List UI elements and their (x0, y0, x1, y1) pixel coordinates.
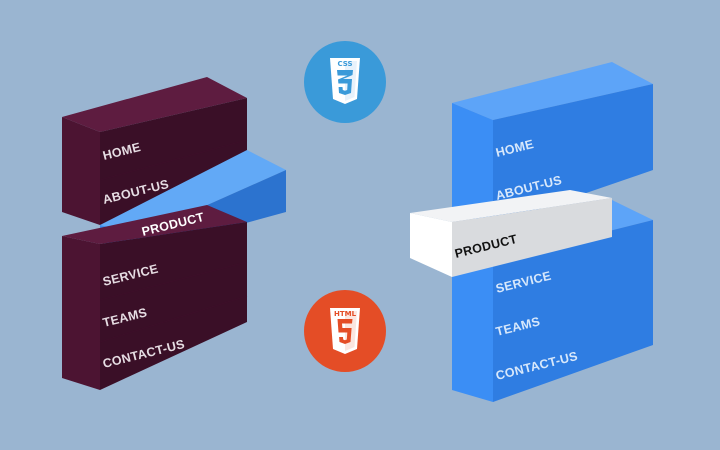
right-upper-block (452, 62, 653, 225)
right-upper-block-side (493, 84, 653, 225)
css3-icon (330, 58, 360, 104)
right-active-side (452, 198, 612, 277)
left-active-top (100, 150, 286, 235)
left-upper-block (62, 77, 247, 225)
right-active-slab[interactable] (410, 190, 612, 277)
right-menu: HOME ABOUT-US PRODUCT SERVICE TEAMS CONT… (410, 62, 653, 402)
left-upper-block-front (62, 117, 100, 225)
html5-logo-label: HTML (334, 310, 357, 318)
css3-logo: CSS (304, 41, 386, 123)
left-upper-block-top (62, 77, 247, 132)
right-upper-block-top (452, 62, 653, 120)
right-lower-block-side (493, 220, 653, 402)
left-lower-block-top (62, 205, 247, 244)
left-dividers (99, 139, 248, 343)
left-lower-block (62, 205, 247, 390)
html5-logo: HTML (304, 290, 386, 372)
left-menu: HOME ABOUT-US PRODUCT SERVICE TEAMS CONT… (62, 77, 286, 390)
left-lower-block-side (100, 222, 247, 390)
right-upper-block-front (452, 103, 493, 225)
right-lower-block-front (452, 256, 493, 402)
html5-icon (330, 308, 360, 354)
left-lower-block-front (62, 236, 100, 390)
right-active-front (410, 213, 452, 277)
css3-logo-label: CSS (337, 60, 352, 68)
left-upper-block-side (100, 98, 247, 225)
right-active-top (410, 190, 612, 222)
